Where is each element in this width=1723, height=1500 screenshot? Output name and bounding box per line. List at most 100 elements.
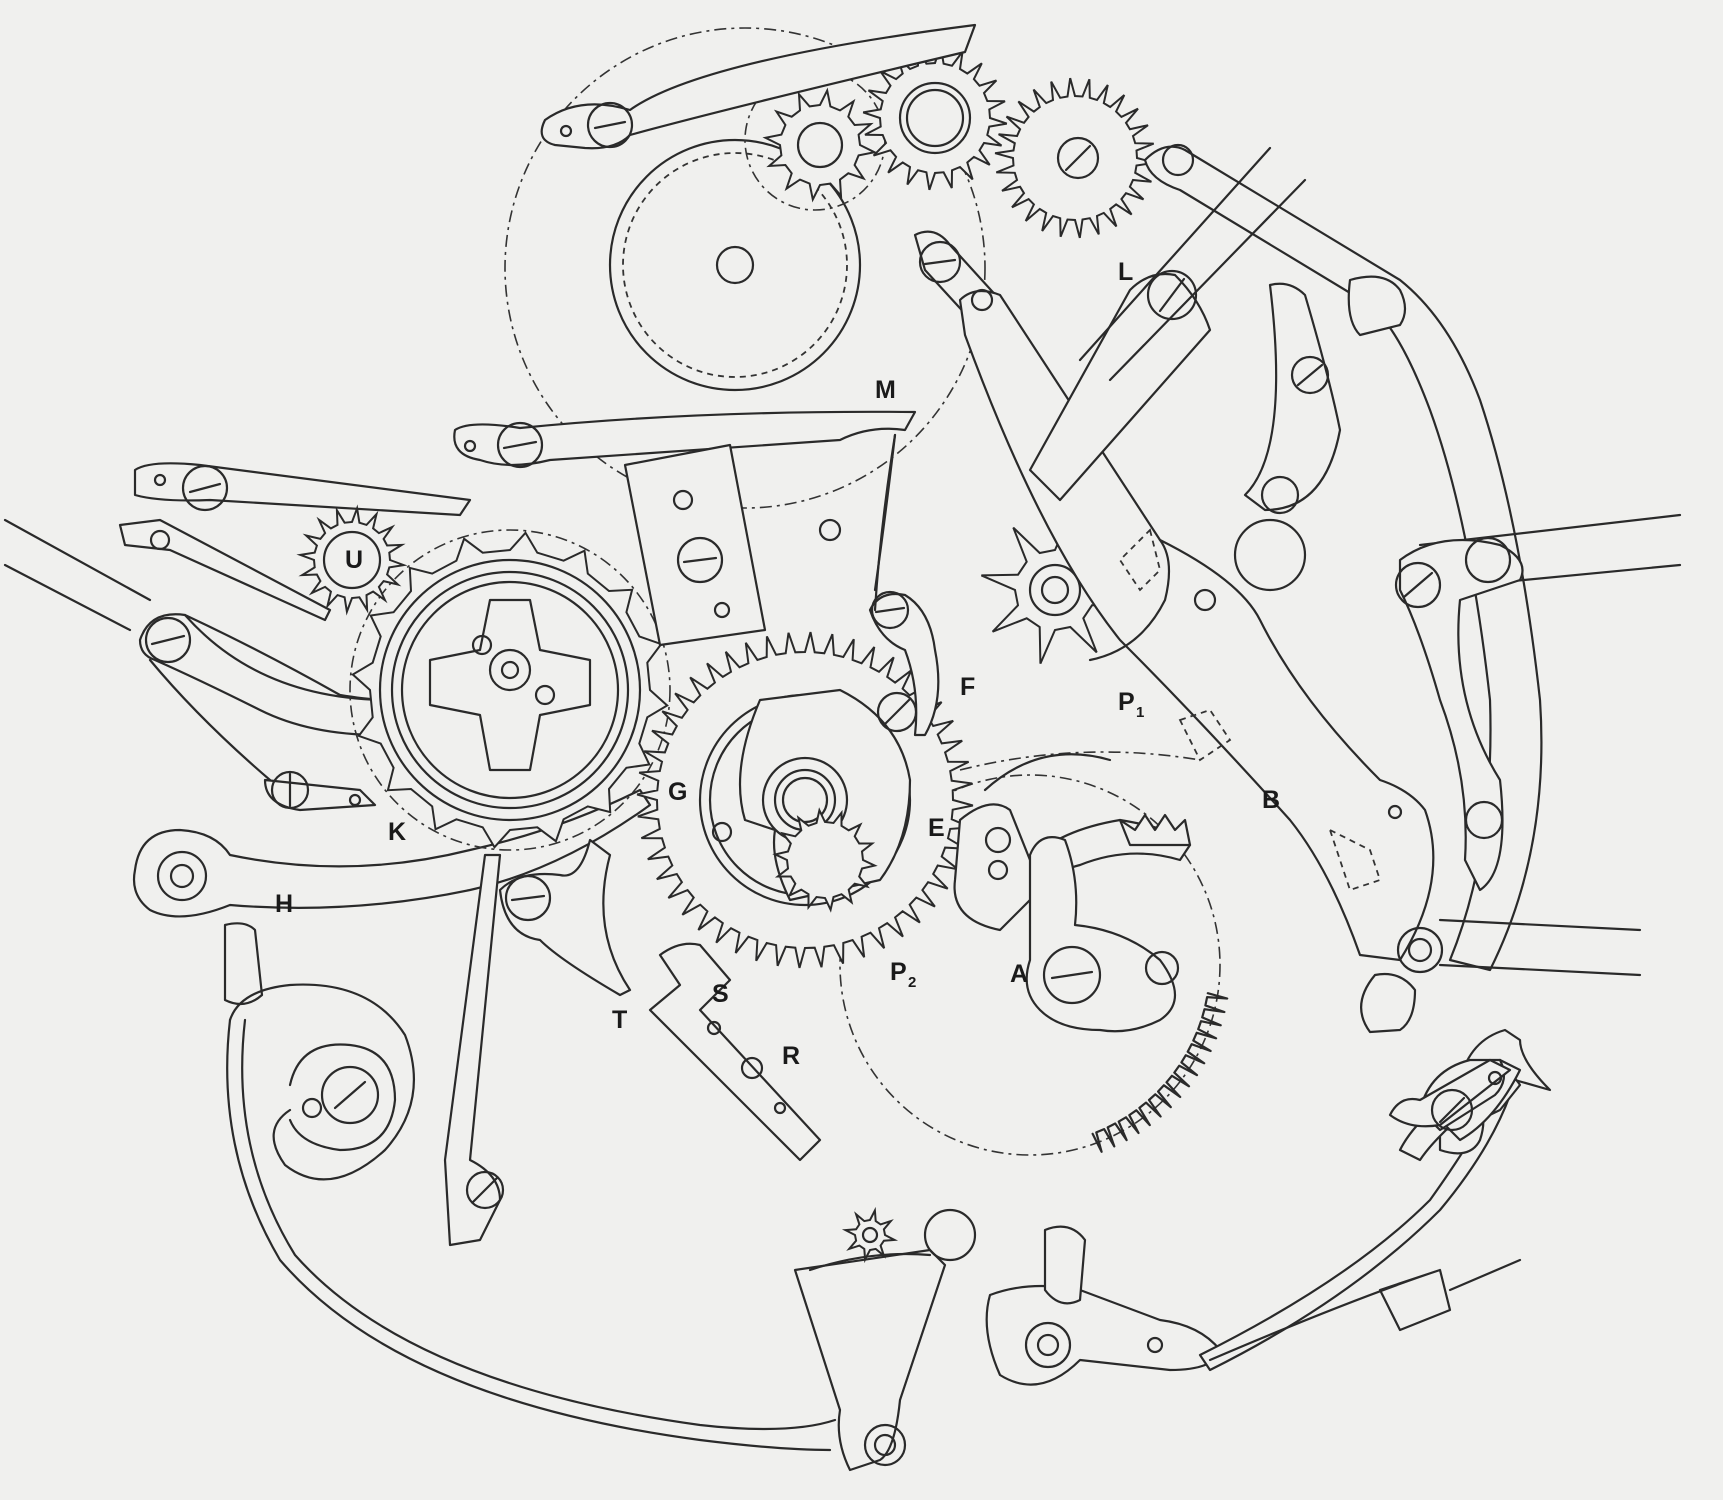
lever-m-screw <box>496 421 544 469</box>
part-labels: A B E F G H K L M P 1 P 2 R S T U <box>275 258 1280 1070</box>
upper-left-bridge-screw <box>181 464 229 512</box>
return-spring-long <box>226 1018 832 1452</box>
lever-l-arm <box>1028 272 1212 502</box>
upper-left-bridge-hole <box>153 473 167 487</box>
bottom-lever-stud <box>1043 1225 1087 1305</box>
lever-k-end-screw <box>270 770 310 810</box>
operating-lever-screw <box>1042 945 1102 1005</box>
lower-arc-p1 <box>983 753 1112 792</box>
label-t: T <box>612 1006 627 1034</box>
lever-h-pivot <box>156 850 208 902</box>
screw-slot <box>593 120 627 130</box>
lever-top-right-screw-2 <box>1260 475 1300 515</box>
click-spring-left <box>118 518 332 622</box>
screw-slot <box>333 1080 367 1110</box>
regulator-pivot <box>863 1423 907 1467</box>
regulator-pinion <box>841 1206 899 1264</box>
lever-right-screw-3 <box>1464 800 1504 840</box>
label-b: B <box>1262 786 1280 814</box>
screw-slot <box>1050 970 1094 980</box>
column-wheel-core <box>400 580 620 800</box>
top-bridge-screw <box>586 101 634 149</box>
bottom-lever-pivot <box>1024 1321 1072 1369</box>
return-spring-long-inner <box>241 1018 837 1431</box>
lever-rs-hole-c <box>773 1101 787 1115</box>
label-l: L <box>1118 258 1133 286</box>
screw-slot <box>471 1176 499 1204</box>
lever-b-pivot-inner <box>1407 937 1433 963</box>
screw-slot <box>150 634 186 646</box>
wheel-right-screw <box>1056 136 1100 180</box>
central-bridge <box>623 443 767 647</box>
label-p2-subscript: 2 <box>908 974 916 991</box>
label-r: R <box>782 1042 800 1070</box>
small-wheel-left <box>762 87 878 203</box>
label-p1-subscript: 1 <box>1136 704 1144 721</box>
hammer-rack <box>1118 813 1192 847</box>
top-bridge-hole <box>559 124 573 138</box>
column-wheel-ring <box>378 558 642 822</box>
screw-slot <box>682 556 718 564</box>
central-bridge-hole-b <box>713 601 731 619</box>
plate-hole <box>818 518 842 542</box>
wheel-u <box>296 504 408 616</box>
screw-slot <box>510 894 546 902</box>
long-spring-screw <box>465 1170 505 1210</box>
small-wheel-right-teeth <box>994 77 1156 239</box>
long-spring-left <box>443 853 502 1247</box>
bottom-lever-hole <box>1146 1336 1164 1354</box>
lever-h <box>132 788 652 918</box>
lever-top-right-screw <box>1290 355 1330 395</box>
lever-m <box>453 410 917 467</box>
lever-k-end-hole <box>348 793 362 807</box>
lever-b-hole <box>970 288 994 312</box>
clutch-lever-f <box>868 592 940 737</box>
small-wheel-middle <box>862 45 1008 191</box>
regulator-arc-teeth <box>808 1252 932 1272</box>
lever-top-right <box>1243 282 1342 512</box>
lever-right-screw <box>1394 561 1442 609</box>
upper-dial-circle-outline <box>504 27 986 509</box>
screw-slot <box>1158 277 1186 313</box>
column-wheel-assembly <box>349 529 671 851</box>
bottom-right-bridge-screw <box>1430 1088 1474 1132</box>
lever-t <box>498 838 632 997</box>
click-spring-pin <box>149 529 171 551</box>
lever-m-arm <box>873 433 897 612</box>
regulator-fork <box>793 1248 947 1472</box>
lower-wheel-outline <box>839 774 1221 1156</box>
return-spring-screw <box>320 1065 380 1125</box>
lever-l-pivot <box>1161 143 1195 177</box>
chronograph-wheel-screw <box>711 821 733 843</box>
pushpiece-rod-top <box>1078 146 1307 382</box>
small-wheel-middle-teeth <box>862 45 1008 191</box>
bottom-lever-pivot-inner <box>1036 1333 1060 1357</box>
label-k: K <box>388 818 406 846</box>
lever-h-pin <box>223 922 264 1006</box>
screw-slot <box>1402 571 1434 599</box>
label-g: G <box>668 778 687 806</box>
regulator-pinion-teeth <box>841 1206 899 1264</box>
lever-b-hole-2 <box>1193 588 1217 612</box>
label-u: U <box>345 546 363 574</box>
lever-rs-hole-b <box>740 1056 764 1080</box>
label-s: S <box>712 980 729 1008</box>
screw-slot <box>1296 363 1324 387</box>
small-wheel-right <box>994 77 1156 239</box>
lever-l <box>1143 145 1543 972</box>
central-bridge-screw <box>676 536 724 584</box>
lever-k-screw <box>144 616 192 664</box>
label-e: E <box>928 814 945 842</box>
screw-slot <box>1438 1096 1466 1124</box>
screw-slot <box>874 606 906 614</box>
small-wheel-left-teeth <box>762 87 878 203</box>
hammer-dash-line <box>959 751 1201 771</box>
lever-h-pivot-hole <box>169 863 195 889</box>
column-wheel-arbor <box>500 660 520 680</box>
return-spring-inner <box>288 1043 397 1152</box>
central-bridge-hole-a <box>672 489 694 511</box>
top-bridge <box>540 23 977 150</box>
small-wheel-middle-arbor <box>905 88 965 148</box>
lever-rs-hole-a <box>706 1020 722 1036</box>
